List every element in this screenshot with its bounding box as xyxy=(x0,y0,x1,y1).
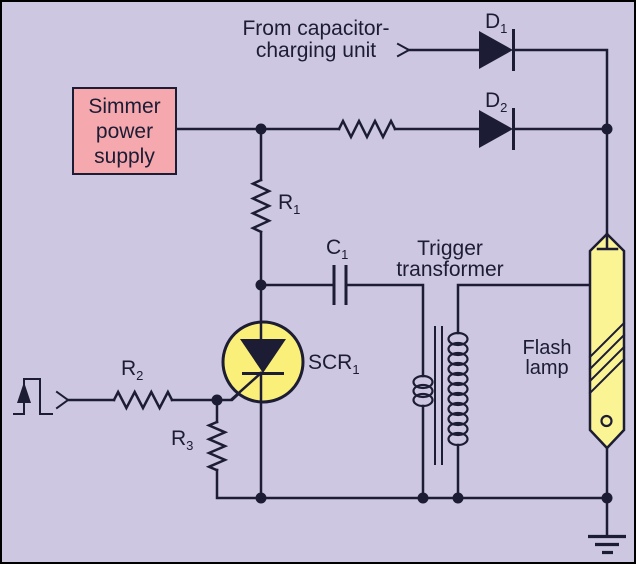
simmer-label-line1: Simmer xyxy=(88,94,161,118)
diode-d2 xyxy=(479,108,515,150)
simmer-label-line2: power xyxy=(95,119,154,143)
diode-d1 xyxy=(479,29,515,71)
r3-label: R3 xyxy=(171,427,194,454)
capacitor-c1 xyxy=(332,265,348,305)
d2-label: D2 xyxy=(485,89,508,116)
junction-dots xyxy=(211,123,613,504)
earth-ground-icon xyxy=(588,534,626,555)
input-chevron-icon xyxy=(55,390,70,410)
simmer-power-supply-box: Simmer power supply xyxy=(72,87,177,175)
d1-label: D1 xyxy=(485,10,508,37)
from-capacitor-label: From capacitor- charging unit xyxy=(242,17,390,62)
resistor-r3 xyxy=(205,420,229,472)
resistor-r2 xyxy=(112,389,174,411)
trigger-transformer xyxy=(412,326,469,465)
c1-label: C1 xyxy=(326,236,349,263)
scr1-label: SCR1 xyxy=(308,351,360,378)
r1-label: R1 xyxy=(278,191,301,218)
simmer-label-line3: supply xyxy=(94,144,155,168)
trigger-pulse-waveform-icon xyxy=(13,378,53,415)
flash-lamp-label: Flash lamp xyxy=(522,337,572,379)
flash-lamp xyxy=(588,232,626,450)
resistor-simmer-series xyxy=(337,118,397,140)
scr-scr1 xyxy=(221,320,305,404)
resistor-r1 xyxy=(250,178,272,234)
r2-label: R2 xyxy=(121,357,144,384)
source-chevron-icon xyxy=(396,42,412,58)
trigger-transformer-label: Trigger transformer xyxy=(396,237,504,281)
